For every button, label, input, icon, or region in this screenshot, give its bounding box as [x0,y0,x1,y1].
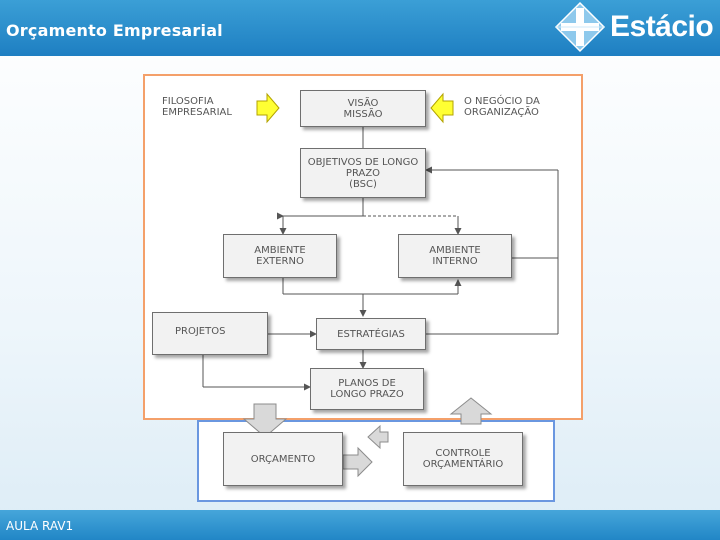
page-title: Orçamento Empresarial [6,21,223,40]
footer-label: AULA RAV1 [6,519,74,533]
filosofia-label: FILOSOFIA EMPRESARIAL [162,96,232,118]
footer-bar: AULA RAV1 [0,510,720,540]
box-visao-missao: VISÃO MISSÃO [300,90,426,127]
box-ambiente-externo: AMBIENTE EXTERNO [223,234,337,278]
yellow-arrow-left-icon [430,92,454,124]
box-objetivos-longo-prazo: OBJETIVOS DE LONGO PRAZO (BSC) [300,148,426,198]
logo-wordmark: Estácio [610,10,714,43]
box-orcamento: ORÇAMENTO [223,432,343,486]
negocio-label: O NEGÓCIO DA ORGANIZAÇÃO [464,96,540,118]
header-bar: Orçamento Empresarial Estácio [0,0,720,56]
box-controle-orcamentario: CONTROLE ORÇAMENTÁRIO [403,432,523,486]
box-estrategias: ESTRATÉGIAS [316,318,426,350]
right-block-arrow-icon [342,446,373,478]
logo-mark-icon [554,1,606,53]
box-planos-longo-prazo: PLANOS DE LONGO PRAZO [310,368,424,410]
up-block-arrow-icon [449,397,493,425]
box-projetos: PROJETOS [152,312,268,355]
yellow-arrow-right-icon [256,92,280,124]
estacio-logo: Estácio [552,0,720,56]
down-block-arrow-icon [242,403,288,438]
box-ambiente-interno: AMBIENTE INTERNO [398,234,512,278]
left-block-arrow-icon [367,424,389,450]
